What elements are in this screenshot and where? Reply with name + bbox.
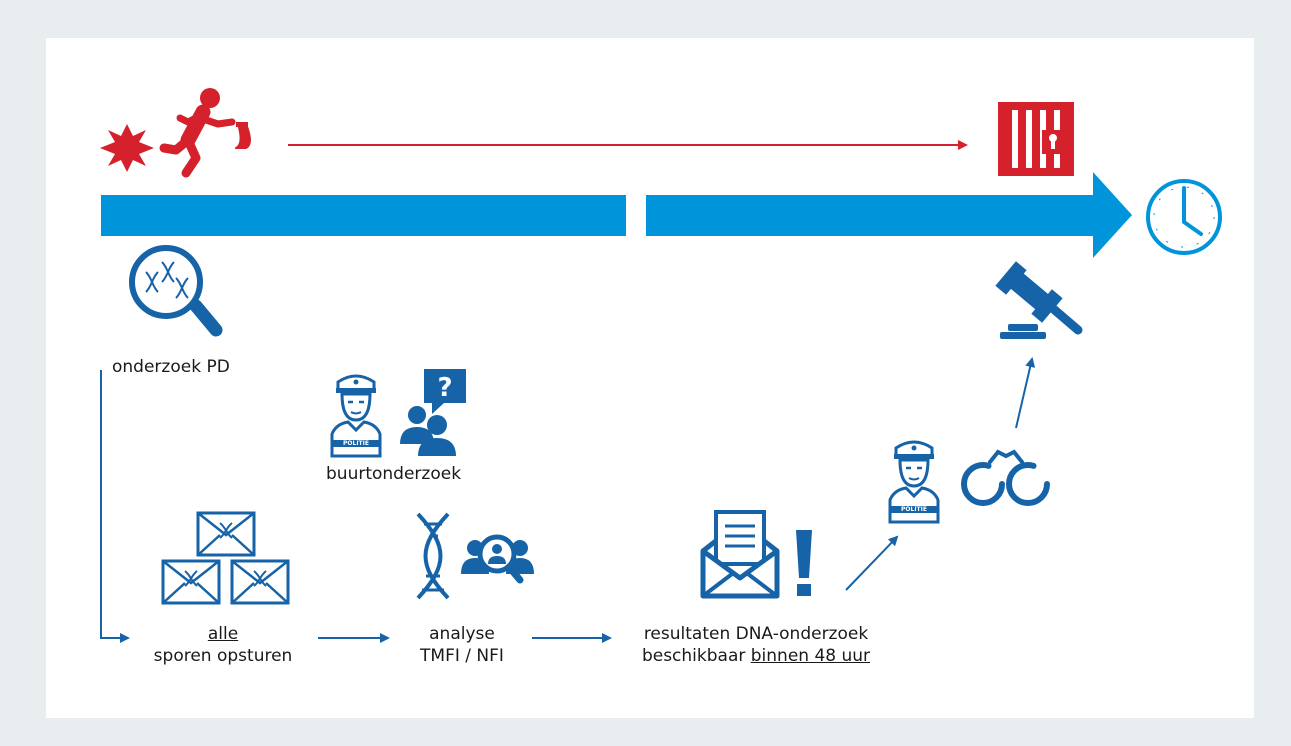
timeline-bar-right xyxy=(646,172,1132,258)
exclamation-icon xyxy=(796,530,812,596)
label-buurtonderzoek: buurtonderzoek xyxy=(326,464,462,484)
timeline-bar-left xyxy=(101,195,626,236)
envelope-letter-icon xyxy=(700,510,780,599)
svg-text:?: ? xyxy=(437,373,452,403)
flow-arrow-to-court xyxy=(1015,357,1036,429)
label-resultaten-plain: beschikbaar xyxy=(641,646,751,666)
flow-arrow-to-sporen xyxy=(100,370,130,643)
label-sporen-line1: alle xyxy=(207,624,239,644)
label-analyse: analyse TMFI / NFI xyxy=(402,623,522,667)
jail-icon xyxy=(998,102,1074,176)
explosion-icon xyxy=(100,124,154,172)
people-search-icon xyxy=(461,534,534,584)
flow-arrow-to-arrest xyxy=(845,535,899,591)
police-badge-text: POLITIE xyxy=(343,440,369,447)
label-sporen-line2: sporen opsturen xyxy=(153,646,293,666)
police-badge-text: POLITIE xyxy=(901,506,927,513)
label-onderzoek-pd: onderzoek PD xyxy=(112,357,230,377)
clock-icon xyxy=(1146,179,1222,255)
dna-helix-icon xyxy=(416,512,450,600)
handcuffs-icon xyxy=(961,449,1050,506)
label-resultaten-line2: beschikbaar binnen 48 uur xyxy=(626,645,886,667)
dna-envelopes-icon xyxy=(161,511,290,605)
gavel-icon xyxy=(995,261,1083,339)
label-analyse-line1: analyse xyxy=(429,624,495,644)
label-resultaten-underlined: binnen 48 uur xyxy=(750,646,871,666)
label-resultaten-line1: resultaten DNA-onderzoek xyxy=(643,624,869,644)
label-resultaten: resultaten DNA-onderzoek beschikbaar bin… xyxy=(626,623,886,667)
dna-magnifier-icon xyxy=(129,245,223,337)
running-thief-icon xyxy=(159,88,251,178)
question-bubble-icon: ? xyxy=(424,369,466,414)
label-analyse-line2: TMFI / NFI xyxy=(420,646,504,666)
label-sporen-opsturen: alle sporen opsturen xyxy=(148,623,298,667)
people-icon xyxy=(400,406,456,456)
